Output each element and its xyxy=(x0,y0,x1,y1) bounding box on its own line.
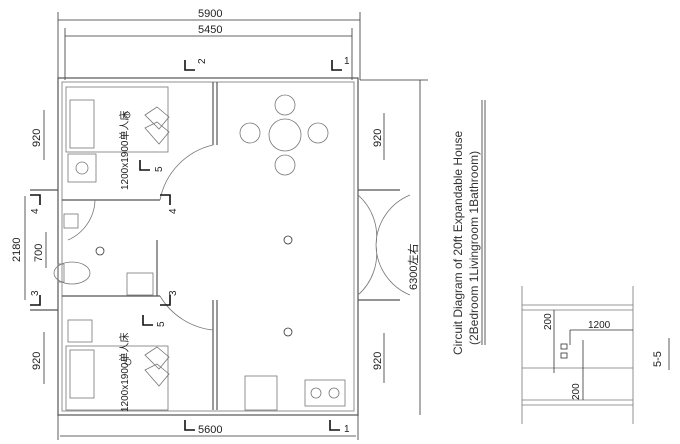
interior-walls xyxy=(62,82,218,410)
svg-text:5: 5 xyxy=(154,166,165,172)
svg-text:3: 3 xyxy=(30,290,41,296)
svg-text:200: 200 xyxy=(543,313,554,330)
svg-text:5900: 5900 xyxy=(198,8,222,20)
svg-text:2180: 2180 xyxy=(11,238,23,262)
dimension-left: 920 2180 700 920 xyxy=(11,110,47,384)
svg-text:920: 920 xyxy=(372,352,384,370)
svg-text:4: 4 xyxy=(30,208,41,214)
entrance-double-door xyxy=(357,194,411,296)
svg-text:920: 920 xyxy=(31,129,43,147)
svg-text:920: 920 xyxy=(372,129,384,147)
svg-text:5450: 5450 xyxy=(198,24,222,36)
outer-walls xyxy=(30,77,400,416)
bed-lower: 1200x1900单人床 xyxy=(65,319,170,413)
bed-upper: 1200x1900单人床 xyxy=(65,86,170,191)
svg-text:1200x1900单人床: 1200x1900单人床 xyxy=(118,111,131,191)
svg-text:2: 2 xyxy=(197,58,208,64)
svg-text:Circuit Diagram of 20ft Expand: Circuit Diagram of 20ft Expandable House xyxy=(451,131,465,355)
svg-text:920: 920 xyxy=(31,352,43,370)
svg-text:5-5: 5-5 xyxy=(652,351,664,367)
dimension-top-inner: 5450 xyxy=(64,24,353,80)
dining-table xyxy=(239,94,329,176)
section-marks: 2 1 1 5 5 4 4 3 3 xyxy=(30,56,350,435)
svg-text:200: 200 xyxy=(571,383,582,400)
svg-text:1200x1900单人床: 1200x1900单人床 xyxy=(118,333,131,413)
svg-text:700: 700 xyxy=(33,244,45,262)
dimension-right: 920 920 6300左右 xyxy=(360,79,428,415)
ceiling-lights xyxy=(95,111,293,366)
dimension-top-overall: 5900 xyxy=(57,8,361,80)
svg-text:1: 1 xyxy=(344,56,350,67)
svg-text:6300左右: 6300左右 xyxy=(406,244,420,290)
svg-text:1200: 1200 xyxy=(588,320,611,331)
dimension-bottom: 5600 xyxy=(57,415,359,440)
svg-text:5: 5 xyxy=(156,321,167,327)
bathroom-fixtures xyxy=(53,213,154,296)
kitchen-counter xyxy=(244,375,346,411)
diagram-title: Circuit Diagram of 20ft Expandable House… xyxy=(451,100,486,355)
svg-text:1: 1 xyxy=(344,424,350,435)
svg-text:4: 4 xyxy=(168,208,179,214)
detail-section-5-5: 200 1200 200 5-5 xyxy=(521,286,670,424)
svg-text:5600: 5600 xyxy=(198,424,222,436)
svg-text:(2Bedroom 1Livingroom 1Bathroo: (2Bedroom 1Livingroom 1Bathroom) xyxy=(467,151,481,345)
svg-text:3: 3 xyxy=(168,290,179,296)
